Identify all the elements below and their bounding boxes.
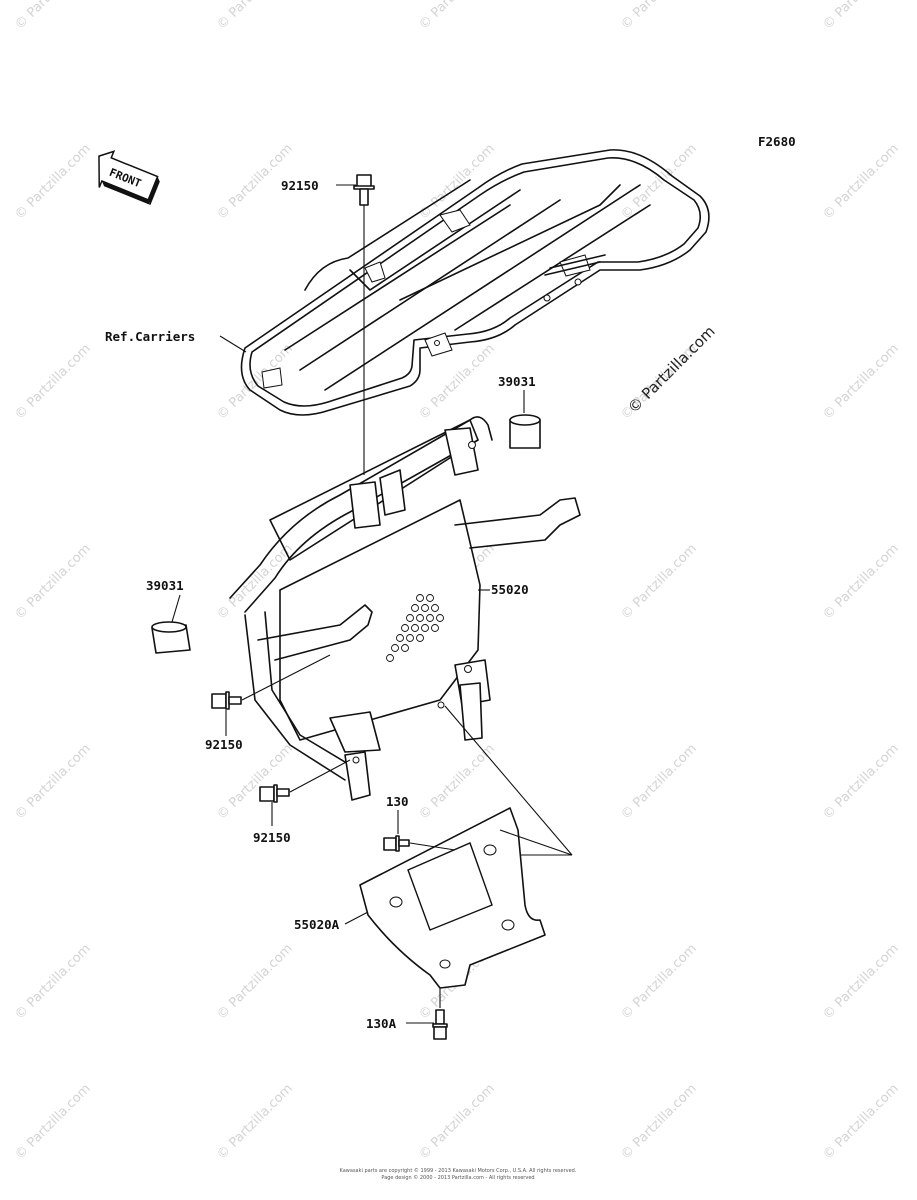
watermark-text: © Partzilla.com — [12, 741, 94, 823]
watermark-text: © Partzilla.com — [820, 341, 902, 423]
watermark-text: © Partzilla.com — [416, 1081, 498, 1163]
watermark-text: © Partzilla.com — [820, 1081, 902, 1163]
watermark-text: © Partzilla.com — [12, 0, 94, 33]
watermark-text: © Partzilla.com — [618, 0, 700, 33]
bolt-92150-low — [259, 784, 290, 803]
watermark-text: © Partzilla.com — [820, 0, 902, 33]
watermark-text: © Partzilla.com — [820, 941, 902, 1023]
footer-copyright: Kawasaki parts are copyright © 1999 - 20… — [340, 1167, 577, 1174]
guard-frame — [229, 416, 581, 801]
watermark-text: © Partzilla.com — [618, 741, 700, 823]
carrier-rack — [240, 149, 710, 416]
watermark-text: © Partzilla.com — [214, 1081, 296, 1163]
callout-130a: 130A — [366, 1016, 397, 1031]
callout-55020: 55020 — [491, 582, 529, 597]
watermark-text: © Partzilla.com — [12, 941, 94, 1023]
watermark-text: © Partzilla.com — [214, 0, 296, 33]
watermark-text: © Partzilla.com — [416, 341, 498, 423]
bolt-92150-mid — [211, 691, 242, 710]
bolt-130 — [383, 835, 410, 852]
watermark-text: © Partzilla.com — [618, 541, 700, 623]
bolt-92150-top — [353, 174, 375, 206]
figure-code: F2680 — [758, 134, 796, 149]
watermark-text: © Partzilla.com — [416, 0, 498, 33]
watermark-text: © Partzilla.com — [618, 1081, 700, 1163]
watermark-text: © Partzilla.com — [214, 941, 296, 1023]
end-cap-left — [151, 621, 191, 654]
callout-92150-top: 92150 — [281, 178, 319, 193]
watermark-text: © Partzilla.com — [12, 141, 94, 223]
callout-ref-carriers: Ref.Carriers — [105, 329, 195, 344]
leader-lines — [171, 184, 573, 1024]
watermark-text: © Partzilla.com — [820, 741, 902, 823]
callout-55020a: 55020A — [294, 917, 340, 932]
watermark-text: © Partzilla.com — [214, 741, 296, 823]
watermark-text: © Partzilla.com — [820, 541, 902, 623]
watermark-text: © Partzilla.com — [820, 141, 902, 223]
watermark-text: © Partzilla.com — [618, 941, 700, 1023]
end-cap-right — [509, 414, 541, 449]
watermark-large: © Partzilla.com — [624, 322, 719, 417]
bolt-130a — [432, 1009, 448, 1040]
watermark-text: © Partzilla.com — [12, 341, 94, 423]
skid-plate — [359, 807, 546, 989]
watermark-text: © Partzilla.com — [12, 1081, 94, 1163]
callout-92150-mid: 92150 — [205, 737, 243, 752]
callout-39031-right: 39031 — [498, 374, 536, 389]
callout-39031-left: 39031 — [146, 578, 184, 593]
callout-92150-low: 92150 — [253, 830, 291, 845]
callout-130: 130 — [386, 794, 409, 809]
watermark-text: © Partzilla.com — [12, 541, 94, 623]
front-arrow-icon: FRONT — [98, 150, 160, 205]
footer-page-design: Page design © 2000 - 2013 Partzilla.com … — [381, 1174, 534, 1181]
watermark-text: © Partzilla.com — [618, 141, 700, 223]
